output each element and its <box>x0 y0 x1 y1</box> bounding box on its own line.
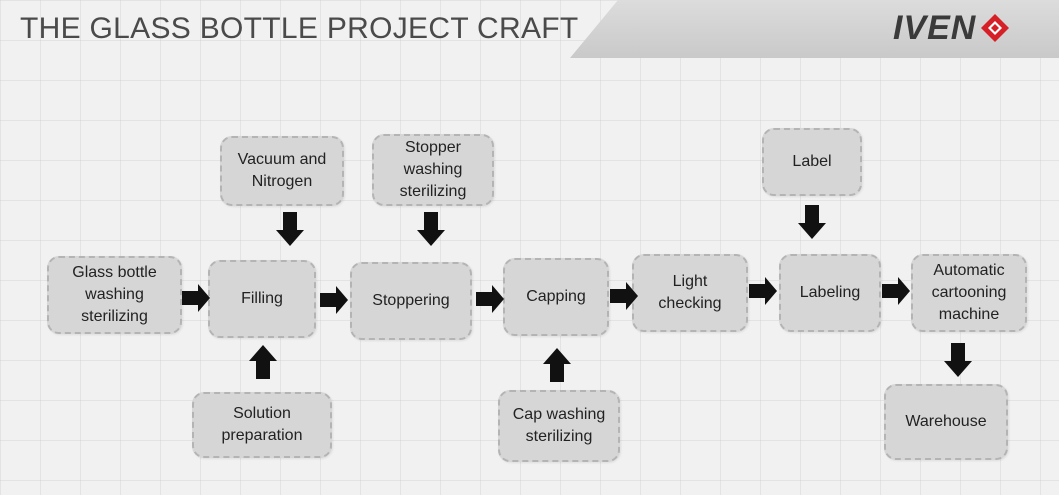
node-stopper-washing: Stopper washing sterilizing <box>372 134 494 206</box>
arrow-down-icon <box>798 205 826 239</box>
arrow-up-icon <box>543 348 571 382</box>
header-band <box>570 0 1059 58</box>
arrow-down-icon <box>276 212 304 246</box>
arrow-right-icon <box>476 282 504 316</box>
node-label: Label <box>762 128 862 196</box>
node-filling: Filling <box>208 260 316 338</box>
arrow-down-icon <box>944 343 972 377</box>
node-stoppering: Stoppering <box>350 262 472 340</box>
node-warehouse: Warehouse <box>884 384 1008 460</box>
arrow-right-icon <box>182 281 210 315</box>
node-glass-bottle-washing: Glass bottle washing sterilizing <box>47 256 182 334</box>
arrow-up-icon <box>249 345 277 379</box>
node-solution-preparation: Solution preparation <box>192 392 332 458</box>
company-logo: IVEN <box>893 8 1033 48</box>
node-vacuum-nitrogen: Vacuum and Nitrogen <box>220 136 344 206</box>
node-light-checking: Light checking <box>632 254 748 332</box>
red-diamond-icon <box>981 14 1010 42</box>
arrow-right-icon <box>320 283 348 317</box>
node-labeling: Labeling <box>779 254 881 332</box>
node-cap-washing: Cap washing sterilizing <box>498 390 620 462</box>
arrow-down-icon <box>417 212 445 246</box>
arrow-right-icon <box>610 279 638 313</box>
logo-text: IVEN <box>893 8 977 47</box>
node-automatic-cartooning: Automatic cartooning machine <box>911 254 1027 332</box>
page-title: THE GLASS BOTTLE PROJECT CRAFT <box>20 12 579 45</box>
arrow-right-icon <box>749 274 777 308</box>
node-capping: Capping <box>503 258 609 336</box>
arrow-right-icon <box>882 274 910 308</box>
